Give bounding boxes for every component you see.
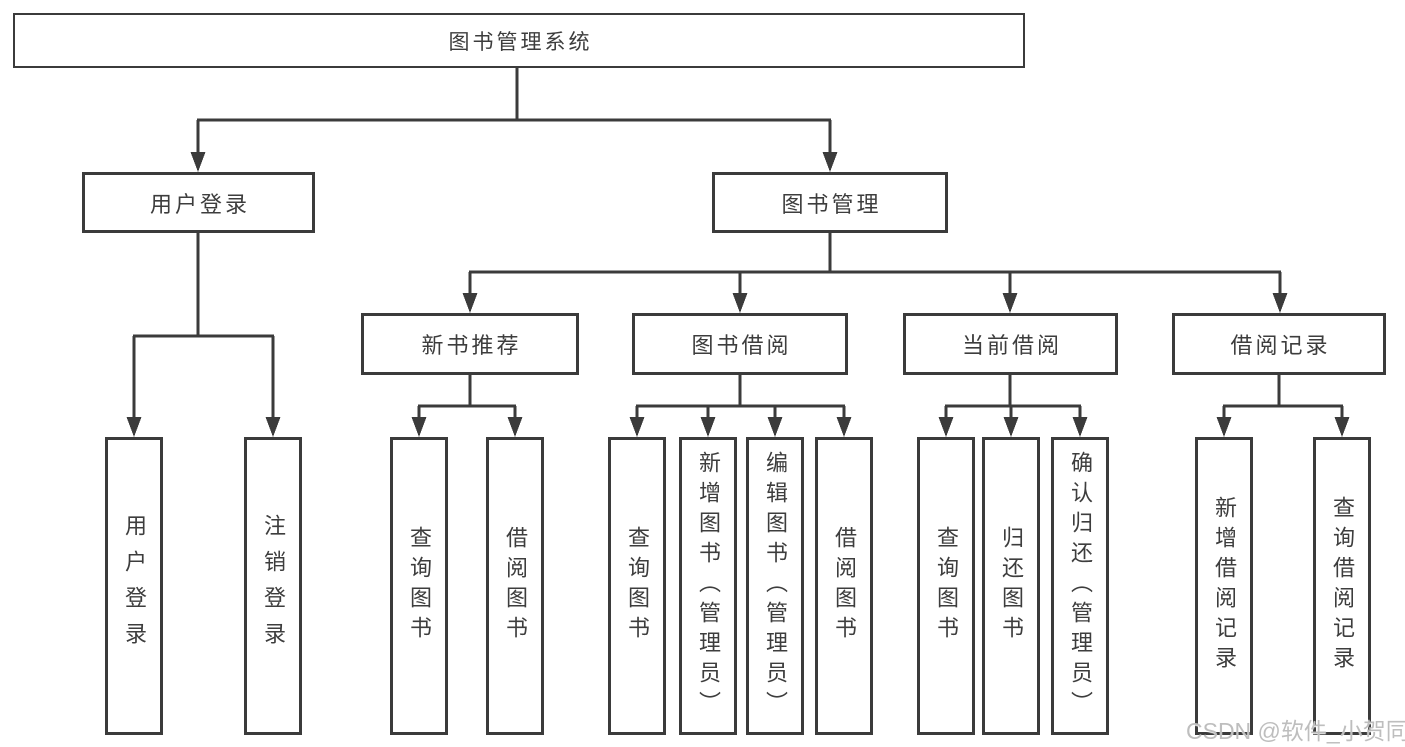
node-current-borrowing: 当前借阅 xyxy=(903,313,1118,375)
leaf-edit-book-admin-label: 编辑图书（管理员） xyxy=(763,451,788,721)
leaf-query-books-recommend: 查询图书 xyxy=(390,437,448,735)
leaf-user-login: 用户登录 xyxy=(105,437,163,735)
node-library-system-label: 图书管理系统 xyxy=(448,30,593,54)
leaf-query-borrow-record: 查询借阅记录 xyxy=(1313,437,1371,735)
leaf-user-login-label: 用户登录 xyxy=(122,514,147,658)
leaf-borrow-books-recommend-label: 借阅图书 xyxy=(503,526,528,646)
leaf-borrow-books-recommend: 借阅图书 xyxy=(486,437,544,735)
node-user-login-branch: 用户登录 xyxy=(82,172,315,233)
leaf-query-books-borrowing: 查询图书 xyxy=(608,437,666,735)
leaf-borrow-books-borrowing: 借阅图书 xyxy=(815,437,873,735)
leaf-add-book-admin: 新增图书（管理员） xyxy=(679,437,737,735)
leaf-query-books-recommend-label: 查询图书 xyxy=(407,526,432,646)
node-borrowing-records-label: 借阅记录 xyxy=(1230,333,1331,358)
leaf-query-borrow-record-label: 查询借阅记录 xyxy=(1330,496,1355,676)
leaf-confirm-return-admin: 确认归还（管理员） xyxy=(1051,437,1109,735)
node-user-login-branch-label: 用户登录 xyxy=(149,191,250,217)
leaf-return-book: 归还图书 xyxy=(982,437,1040,735)
leaf-return-book-label: 归还图书 xyxy=(999,526,1024,646)
leaf-query-books-borrowing-label: 查询图书 xyxy=(625,526,650,646)
node-book-management: 图书管理 xyxy=(712,172,948,233)
leaf-logout: 注销登录 xyxy=(244,437,302,735)
leaf-edit-book-admin: 编辑图书（管理员） xyxy=(746,437,804,735)
node-borrowing-records: 借阅记录 xyxy=(1172,313,1386,375)
csdn-watermark: CSDN @软件_小贺同学 xyxy=(1186,718,1405,744)
leaf-query-books-current-label: 查询图书 xyxy=(934,526,959,646)
leaf-borrow-books-borrowing-label: 借阅图书 xyxy=(832,526,857,646)
node-current-borrowing-label: 当前借阅 xyxy=(961,333,1062,358)
node-book-borrowing: 图书借阅 xyxy=(632,313,848,375)
leaf-add-borrow-record-label: 新增借阅记录 xyxy=(1212,496,1237,676)
node-book-management-label: 图书管理 xyxy=(781,191,882,217)
node-book-borrowing-label: 图书借阅 xyxy=(691,333,792,358)
node-new-book-recommend: 新书推荐 xyxy=(361,313,579,375)
leaf-logout-label: 注销登录 xyxy=(261,514,286,658)
leaf-confirm-return-admin-label: 确认归还（管理员） xyxy=(1068,451,1093,721)
node-new-book-recommend-label: 新书推荐 xyxy=(421,333,522,358)
leaf-add-borrow-record: 新增借阅记录 xyxy=(1195,437,1253,735)
leaf-query-books-current: 查询图书 xyxy=(917,437,975,735)
node-library-system: 图书管理系统 xyxy=(13,13,1025,68)
leaf-add-book-admin-label: 新增图书（管理员） xyxy=(696,451,721,721)
